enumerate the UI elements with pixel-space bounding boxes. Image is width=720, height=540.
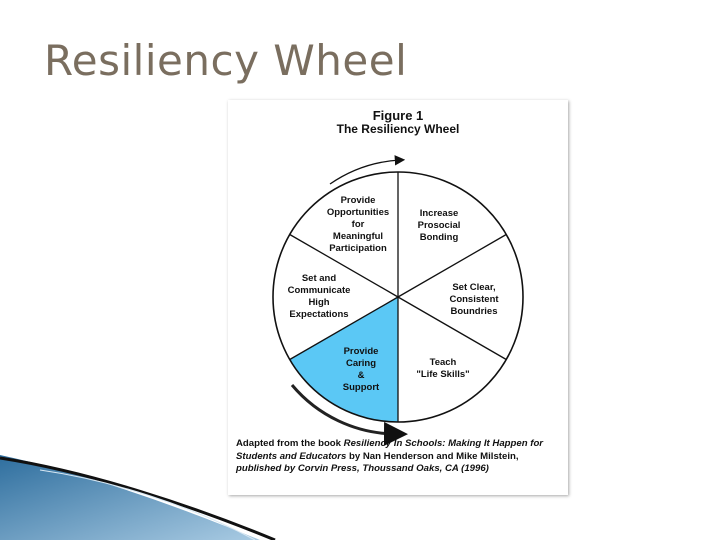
resiliency-wheel-figure: Figure 1 The Resiliency Wheel Provide Op… [228, 100, 568, 495]
figure-caption: Adapted from the book Resiliency In Scho… [236, 438, 544, 474]
segment-high-expectations: Set and Communicate High Expectations [287, 273, 351, 320]
wheel-diagram [272, 155, 524, 446]
slide-title: Resiliency Wheel [44, 36, 408, 85]
segment-clear-boundries: Set Clear, Consistent Boundries [449, 282, 499, 317]
segment-meaningful-participation: Provide Opportunities for Meaningful Par… [326, 195, 390, 254]
segment-life-skills: Teach "Life Skills" [416, 357, 470, 380]
upper-arrow-arc [329, 155, 406, 185]
lower-arrow-arc [290, 384, 408, 446]
segment-prosocial-bonding: Increase Prosocial Bonding [417, 208, 461, 243]
segment-caring-support: Provide Caring & Support [342, 346, 380, 393]
caring-support-segment [289, 297, 398, 422]
figure-title: The Resiliency Wheel [336, 122, 460, 136]
segment-dividers [289, 172, 507, 422]
figure-number: Figure 1 [372, 108, 424, 123]
